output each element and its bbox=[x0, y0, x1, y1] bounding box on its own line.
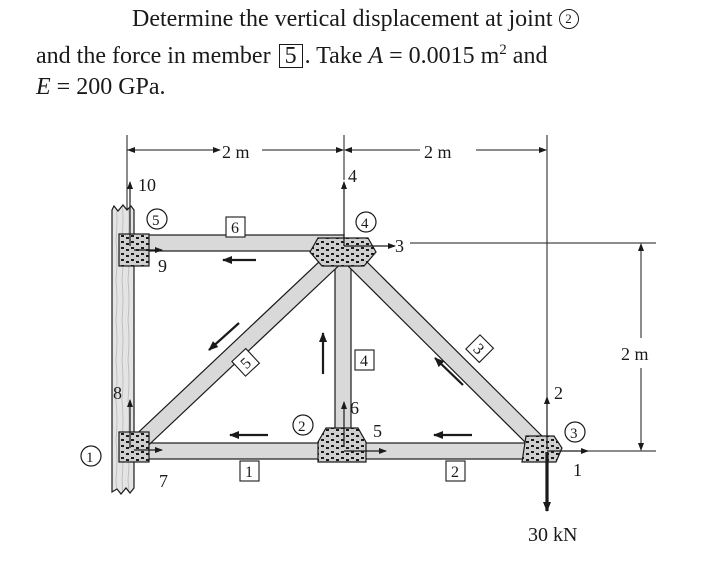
joint-plate-1 bbox=[118, 431, 150, 463]
load-label: 30 kN bbox=[528, 524, 577, 546]
member-label-4: 4 bbox=[354, 349, 375, 371]
modulus-symbol: E bbox=[36, 74, 51, 100]
member-ref-box: 5 bbox=[278, 44, 303, 68]
svg-text:5: 5 bbox=[152, 213, 160, 229]
joint-ref-circle: 2 bbox=[558, 9, 579, 29]
dof-label-6: 6 bbox=[350, 398, 359, 418]
dof-label-10: 10 bbox=[138, 175, 156, 195]
svg-text:2: 2 bbox=[298, 419, 306, 435]
member-label-6: 6 bbox=[225, 216, 246, 238]
dof-arrows bbox=[127, 181, 589, 454]
joint-plate-4 bbox=[309, 237, 377, 267]
dimension-lines bbox=[126, 135, 656, 452]
problem-statement: Determine the vertical displacement at j… bbox=[36, 4, 676, 103]
joint-circle-4: 4 bbox=[355, 211, 377, 233]
member-1 bbox=[133, 442, 345, 460]
dof-label-1: 1 bbox=[573, 460, 582, 480]
modulus-value: = 200 GPa. bbox=[50, 74, 166, 100]
svg-text:6: 6 bbox=[231, 220, 239, 237]
dof-label-7: 7 bbox=[159, 471, 168, 491]
dof-label-4: 4 bbox=[348, 166, 357, 186]
dof-label-5: 5 bbox=[373, 421, 382, 441]
svg-text:2: 2 bbox=[451, 464, 459, 481]
svg-text:4: 4 bbox=[360, 353, 368, 370]
problem-text: Determine the vertical displacement at j… bbox=[132, 6, 553, 32]
svg-text:1: 1 bbox=[245, 464, 253, 481]
dimension-top-right: 2 m bbox=[424, 142, 452, 162]
dof-label-9: 9 bbox=[158, 256, 167, 276]
member-label-5: 5 bbox=[231, 347, 261, 377]
problem-line-2: and the force in member 5. Take A = 0.00… bbox=[36, 35, 676, 72]
joint-plate-2 bbox=[317, 427, 367, 463]
joint-circle-2: 2 bbox=[292, 414, 314, 436]
area-value: = 0.0015 m bbox=[383, 43, 500, 69]
problem-line-3: E = 200 GPa. bbox=[36, 72, 676, 103]
svg-text:1: 1 bbox=[86, 450, 94, 466]
wall-support bbox=[111, 204, 135, 495]
dof-label-3: 3 bbox=[395, 236, 404, 256]
member-label-1: 1 bbox=[239, 460, 260, 482]
member-direction-arrows bbox=[208, 256, 472, 439]
svg-text:3: 3 bbox=[570, 426, 578, 442]
member-label-2: 2 bbox=[445, 460, 466, 482]
dof-label-8: 8 bbox=[113, 383, 122, 403]
joint-circle-5: 5 bbox=[146, 208, 168, 230]
joint-plate-3 bbox=[521, 435, 563, 463]
problem-text: . Take bbox=[304, 43, 363, 69]
svg-text:4: 4 bbox=[361, 216, 369, 232]
dimension-right-height: 2 m bbox=[621, 344, 649, 364]
member-4 bbox=[334, 242, 352, 452]
problem-text: and the force in member bbox=[36, 43, 271, 69]
dimension-top-left: 2 m bbox=[222, 142, 250, 162]
area-exponent: 2 bbox=[499, 42, 507, 58]
dof-label-2: 2 bbox=[554, 383, 563, 403]
problem-line-1: Determine the vertical displacement at j… bbox=[36, 4, 676, 35]
joint-circle-1: 1 bbox=[80, 445, 102, 467]
joint-circle-3: 3 bbox=[564, 421, 586, 443]
area-symbol: A bbox=[368, 43, 384, 69]
problem-text: and bbox=[506, 43, 548, 69]
member-label-3: 3 bbox=[465, 334, 495, 364]
